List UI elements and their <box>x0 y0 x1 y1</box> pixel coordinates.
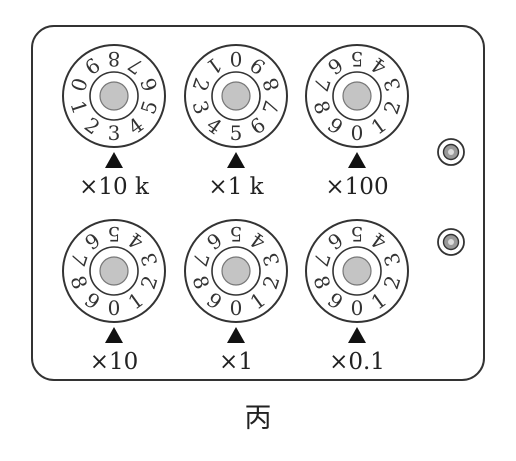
dial-digit: 5 <box>230 121 243 145</box>
dial-digit: 0 <box>230 296 243 320</box>
pointer-arrow <box>105 152 123 168</box>
terminal-top[interactable] <box>437 138 465 166</box>
terminal-core <box>448 239 454 245</box>
dial-multiplier-label: ×1 k <box>208 174 264 200</box>
pointer-arrow <box>227 327 245 343</box>
dial-knob[interactable] <box>342 81 372 111</box>
dial-multiplier-label: ×100 <box>325 174 388 200</box>
dial-digit: 0 <box>351 296 364 320</box>
pointer-arrow <box>105 327 123 343</box>
terminal-core <box>448 149 454 155</box>
dial-digit: 0 <box>351 121 364 145</box>
terminals-layer <box>437 138 465 256</box>
dial-multiplier-label: ×10 k <box>79 174 150 200</box>
dial-digit: 5 <box>351 47 364 71</box>
dial-knob[interactable] <box>221 256 251 286</box>
dial-multiplier-label: ×1 <box>219 349 253 375</box>
dial-knob[interactable] <box>342 256 372 286</box>
dial-digit: 3 <box>108 121 121 145</box>
dial-digit: 5 <box>230 222 243 246</box>
dial-multiplier-label: ×10 <box>90 349 139 375</box>
dial-knob[interactable] <box>99 256 129 286</box>
dial-multiplier-label: ×0.1 <box>329 349 385 375</box>
pointer-arrow <box>348 327 366 343</box>
dial-digit: 0 <box>230 47 243 71</box>
pointer-arrow <box>227 152 245 168</box>
terminal-bottom[interactable] <box>437 228 465 256</box>
dial-knob[interactable] <box>221 81 251 111</box>
dial-digit: 5 <box>351 222 364 246</box>
dial-knob[interactable] <box>99 81 129 111</box>
pointer-arrow <box>348 152 366 168</box>
figure-caption: 丙 <box>244 403 272 434</box>
dial-digit: 5 <box>108 222 121 246</box>
dial-digit: 8 <box>108 47 121 71</box>
dial-digit: 0 <box>108 296 121 320</box>
